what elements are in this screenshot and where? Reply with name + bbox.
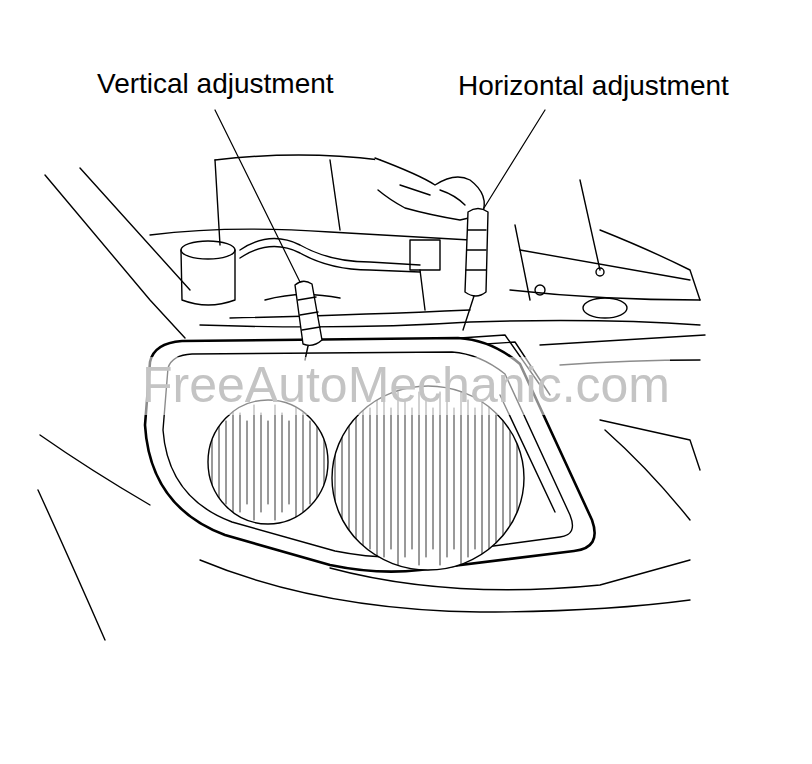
part-label: Horizontal adjustment bbox=[458, 70, 729, 102]
hatch-line bbox=[461, 392, 462, 565]
engine-bay bbox=[215, 160, 220, 245]
hatch-line bbox=[303, 413, 304, 512]
engine-bay bbox=[600, 230, 700, 300]
hatch-line bbox=[226, 421, 227, 504]
hatch-line bbox=[475, 408, 476, 549]
hatch-line bbox=[247, 421, 248, 504]
engine-bay bbox=[410, 240, 440, 270]
hatch-line bbox=[363, 400, 364, 557]
engine-bay bbox=[150, 229, 470, 240]
fender-lines bbox=[38, 168, 705, 640]
lens-hatching bbox=[212, 405, 324, 520]
engine-bay bbox=[330, 160, 340, 230]
hatch-line bbox=[342, 400, 343, 557]
leader-line bbox=[484, 110, 545, 208]
hatch-line bbox=[384, 400, 385, 557]
engine-bay bbox=[240, 239, 420, 265]
fender-lines bbox=[45, 175, 185, 338]
engine-bay bbox=[596, 268, 604, 276]
screwdriver bbox=[298, 297, 320, 330]
hatch-line bbox=[296, 405, 297, 520]
hatch-line bbox=[398, 392, 399, 565]
lens-hatching bbox=[335, 392, 517, 565]
engine-bay bbox=[515, 225, 530, 300]
hatch-line bbox=[426, 400, 427, 557]
hatch-line bbox=[440, 392, 441, 565]
hatch-line bbox=[412, 408, 413, 549]
hatch-line bbox=[275, 405, 276, 520]
fender-lines bbox=[38, 490, 105, 640]
hand bbox=[375, 158, 484, 220]
fender-lines bbox=[40, 435, 150, 505]
fender-lines bbox=[540, 335, 705, 345]
hand bbox=[440, 190, 465, 205]
engine-bay bbox=[583, 298, 627, 318]
engine-bay bbox=[240, 247, 420, 272]
screwdriver bbox=[295, 281, 322, 345]
engine-bay bbox=[580, 180, 600, 270]
hatch-line bbox=[482, 392, 483, 565]
hatch-line bbox=[240, 413, 241, 512]
hatch-line bbox=[391, 408, 392, 549]
engine-bay bbox=[181, 241, 235, 259]
hatch-line bbox=[219, 413, 220, 512]
hatch-line bbox=[356, 392, 357, 565]
hatch-line bbox=[212, 405, 213, 520]
hatch-line bbox=[310, 421, 311, 504]
engine-bay bbox=[181, 250, 235, 305]
hatch-line bbox=[468, 400, 469, 557]
hatch-line bbox=[433, 408, 434, 549]
hatch-line bbox=[349, 408, 350, 549]
hatch-line bbox=[254, 405, 255, 520]
headlight-illustration bbox=[38, 110, 705, 640]
hand bbox=[400, 185, 430, 195]
engine-bay bbox=[230, 310, 470, 318]
hatch-line bbox=[503, 392, 504, 565]
hatch-line bbox=[405, 400, 406, 557]
screwdriver bbox=[465, 209, 488, 297]
hatch-line bbox=[496, 408, 497, 549]
hatch-line bbox=[517, 408, 518, 549]
hatch-line bbox=[335, 392, 336, 565]
hatch-line bbox=[447, 400, 448, 557]
engine-bay bbox=[420, 270, 425, 310]
hatch-line bbox=[268, 421, 269, 504]
leader-line bbox=[215, 110, 300, 282]
watermark: FreeAutoMechanic.com bbox=[142, 357, 670, 415]
screwdriver bbox=[466, 230, 486, 270]
hatch-line bbox=[324, 413, 325, 512]
engine-bay bbox=[535, 285, 545, 295]
hatch-line bbox=[419, 392, 420, 565]
hatch-line bbox=[489, 400, 490, 557]
fender-lines bbox=[605, 430, 690, 520]
screwdriver bbox=[295, 281, 322, 360]
fender-lines bbox=[600, 420, 700, 470]
hatch-line bbox=[233, 405, 234, 520]
hatch-line bbox=[289, 421, 290, 504]
headlight-housing bbox=[208, 400, 328, 524]
fender-lines bbox=[80, 168, 190, 290]
part-label: Vertical adjustment bbox=[97, 68, 334, 100]
hatch-line bbox=[282, 413, 283, 512]
screwdriver bbox=[463, 209, 488, 331]
engine-bay bbox=[520, 250, 690, 280]
hatch-line bbox=[510, 400, 511, 557]
hatch-line bbox=[454, 408, 455, 549]
hatch-line bbox=[261, 413, 262, 512]
hatch-line bbox=[317, 405, 318, 520]
hatch-line bbox=[377, 392, 378, 565]
hand bbox=[375, 158, 484, 220]
leader-line bbox=[215, 110, 545, 282]
engine-bay bbox=[200, 321, 700, 327]
screwdriver bbox=[463, 296, 474, 330]
hatch-line bbox=[370, 408, 371, 549]
